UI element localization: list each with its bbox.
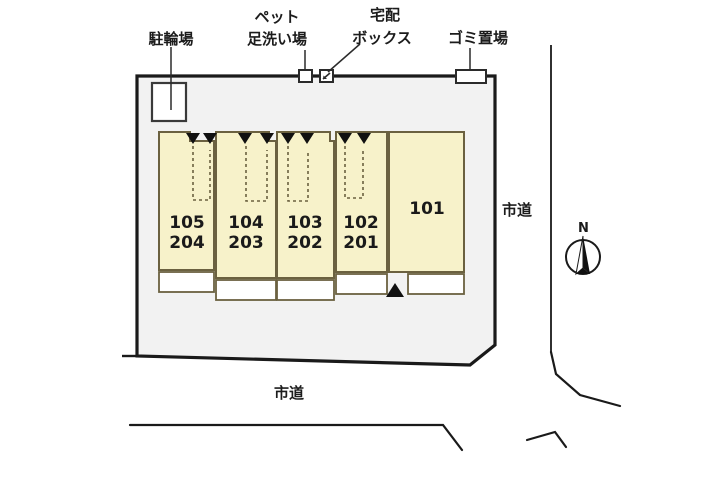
unit-first-floor-104: 104 <box>228 213 264 233</box>
bicycle-parking-area <box>150 81 188 123</box>
label-pet-wash-line1: ペット <box>254 8 300 26</box>
unit-block-104-203 <box>215 131 277 301</box>
unit-label-105-204: 105 204 <box>160 213 214 253</box>
unit-block-105-204 <box>158 131 215 293</box>
entrance-arrow-marker <box>386 283 404 297</box>
unit-second-floor-204: 204 <box>169 233 205 254</box>
label-trash-area: ゴミ置場 <box>447 29 508 47</box>
unit-second-floor-202: 202 <box>287 233 323 254</box>
unit-second-floor-201: 201 <box>343 233 379 254</box>
label-delivery-box-line1: 宅配 <box>369 6 400 24</box>
pet-wash-fixture <box>298 69 313 83</box>
unit-second-floor-203: 203 <box>228 233 264 254</box>
unit-first-floor-101: 101 <box>409 199 445 219</box>
unit-label-103-202: 103 202 <box>278 213 332 253</box>
road-edge-lines <box>128 350 622 452</box>
trash-area-fixture <box>455 69 487 84</box>
unit-first-floor-105: 105 <box>169 213 205 233</box>
label-bicycle-parking: 駐輪場 <box>148 30 194 48</box>
unit-block-102-201 <box>335 131 388 295</box>
dashed-interior-lines <box>192 146 364 202</box>
unit-block-103-202 <box>276 131 335 301</box>
compass-rose <box>565 235 601 276</box>
parking-arrow-markers <box>186 133 371 144</box>
unit-label-102-201: 102 201 <box>335 213 387 253</box>
label-delivery-box-line2: ボックス <box>352 29 412 47</box>
unit-label-101: 101 <box>399 199 455 219</box>
unit-first-floor-102: 102 <box>343 213 379 233</box>
unit-label-104-203: 104 203 <box>219 213 273 253</box>
delivery-box-fixture <box>319 69 334 83</box>
label-pet-wash-line2: 足洗い場 <box>246 30 307 48</box>
compass-north-label: N <box>578 221 589 236</box>
label-road-east: 市道 <box>502 201 533 219</box>
unit-block-101 <box>388 131 465 295</box>
label-road-south: 市道 <box>274 384 305 402</box>
leader-line-delivery-box <box>327 43 361 73</box>
unit-first-floor-103: 103 <box>287 213 323 233</box>
